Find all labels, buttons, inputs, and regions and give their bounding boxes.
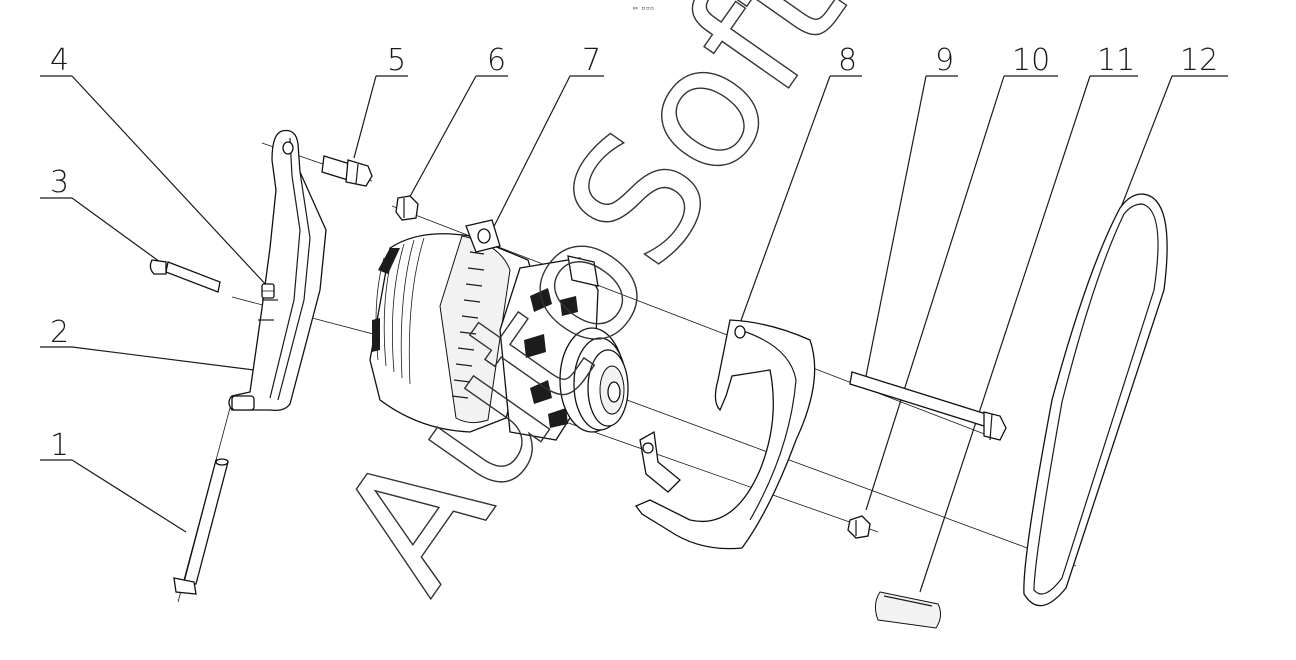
- svg-text:3: 3: [50, 165, 69, 200]
- callout-1: 1: [40, 428, 187, 533]
- callout-5: 5: [353, 43, 408, 159]
- callout-2: 2: [40, 315, 263, 372]
- svg-text:11: 11: [1097, 43, 1135, 78]
- svg-text:8: 8: [838, 43, 857, 78]
- belt-guard-8: [634, 319, 816, 550]
- spacer-4: [261, 283, 275, 299]
- callout-12: 12: [1119, 43, 1228, 211]
- callout-6: 6: [406, 43, 508, 203]
- nut-9: [847, 515, 871, 539]
- nut-6: [395, 195, 419, 221]
- callout-4: 4: [40, 43, 269, 288]
- svg-text:4: 4: [50, 43, 69, 78]
- svg-text:6: 6: [487, 43, 506, 78]
- svg-text:1: 1: [50, 428, 69, 463]
- svg-text:5: 5: [387, 43, 406, 78]
- callout-11: 11: [919, 43, 1138, 593]
- flange-bolt-5: [321, 155, 373, 187]
- mounting-bracket: [228, 129, 327, 412]
- front-vanes: [524, 288, 578, 428]
- alternator-7: [369, 219, 629, 441]
- callout-9: 9: [865, 43, 958, 377]
- bolt-3: [149, 259, 221, 293]
- rubber-pad-11: [874, 591, 942, 629]
- callout-3: 3: [40, 165, 161, 263]
- svg-text:10: 10: [1012, 43, 1050, 78]
- svg-text:12: 12: [1180, 43, 1218, 78]
- callout-10: 10: [865, 43, 1058, 511]
- svg-text:9: 9: [935, 43, 954, 78]
- pulley: [559, 327, 629, 433]
- svg-text:2: 2: [50, 315, 69, 350]
- long-bolt: [173, 458, 229, 595]
- svg-text:7: 7: [582, 43, 601, 78]
- header-mark: ▭ ▫▫▫: [633, 4, 655, 12]
- long-bolt-10: [849, 371, 1007, 441]
- drive-belt-12: [1023, 193, 1168, 607]
- middle-ribs: [451, 251, 485, 399]
